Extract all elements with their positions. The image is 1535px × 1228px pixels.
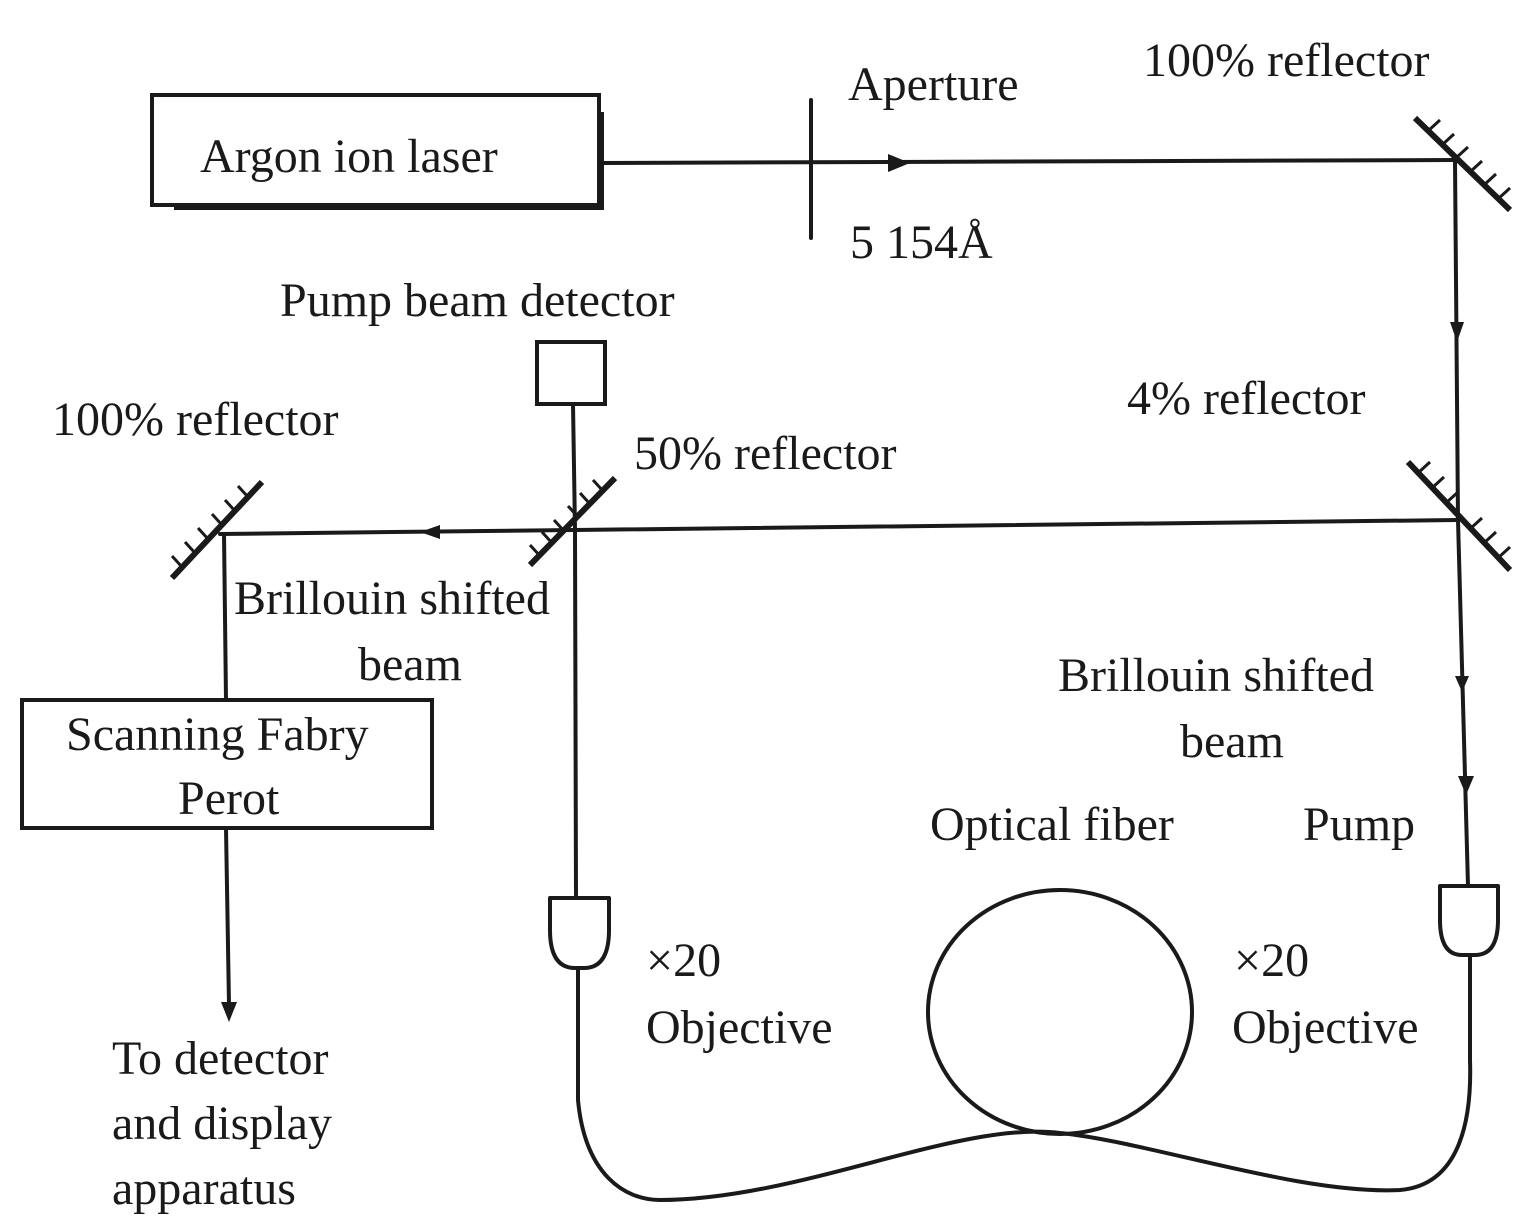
objective-right-label-2: Objective	[1232, 1001, 1419, 1054]
optical-fiber-path	[576, 953, 1473, 1202]
output-beam-line	[224, 826, 231, 1007]
to-detector-label-2: and display	[112, 1097, 332, 1150]
pump-beam-detector-label: Pump beam detector	[280, 274, 675, 327]
detector-beam-line	[571, 402, 577, 532]
reflector-4-label: 4% reflector	[1127, 372, 1366, 425]
brillouin-right-label-1: Brillouin shifted	[1058, 649, 1374, 702]
right-beam-arrow-2	[1458, 776, 1474, 795]
reflector-100-left-label: 100% reflector	[52, 393, 339, 446]
right-vertical-beam	[1456, 518, 1470, 888]
brillouin-left-label-2: beam	[358, 638, 462, 691]
objective-right-icon	[1438, 884, 1500, 957]
fabry-perot-box	[20, 698, 434, 830]
fabry-perot-label-1: Scanning Fabry	[66, 708, 369, 761]
return-beam-left	[218, 528, 577, 536]
reflector-100-top-label: 100% reflector	[1143, 34, 1430, 87]
reflector-100-top-mirror	[1412, 115, 1513, 213]
return-beam-arrow	[420, 525, 440, 539]
reflector-50-label: 50% reflector	[634, 427, 897, 480]
reflector-100-left-mirror	[169, 479, 265, 581]
brillouin-left-label-1: Brillouin shifted	[234, 572, 550, 625]
left-vertical-beam	[573, 528, 578, 900]
fabry-perot-label-2: Perot	[178, 772, 280, 825]
argon-laser-label: Argon ion laser	[200, 130, 498, 183]
pump-beam-detector-box	[535, 340, 607, 406]
wavelength-label: 5 154Å	[850, 216, 993, 269]
objective-right-label-1: ×20	[1234, 934, 1309, 987]
right-beam-arrow-1	[1455, 676, 1469, 692]
argon-laser-box: Argon ion laser	[150, 93, 604, 210]
objective-left-label-1: ×20	[646, 934, 721, 987]
return-beam-right	[573, 518, 1460, 532]
objective-left-icon	[548, 896, 611, 970]
output-beam-arrow	[221, 1002, 237, 1022]
fabry-input-beam	[222, 532, 228, 702]
pump-label: Pump	[1303, 798, 1415, 851]
optical-fiber-label: Optical fiber	[930, 798, 1174, 851]
optical-fiber-coil	[926, 888, 1194, 1136]
laser-beam-arrow	[888, 154, 910, 172]
brillouin-right-label-2: beam	[1180, 715, 1284, 768]
laser-beam-line	[597, 158, 1457, 165]
to-detector-label-3: apparatus	[112, 1162, 296, 1215]
to-detector-label-1: To detector	[112, 1032, 329, 1085]
aperture-label: Aperture	[848, 58, 1019, 111]
vertical-beam-arrow	[1450, 322, 1464, 342]
objective-left-label-2: Objective	[646, 1001, 833, 1054]
reflector-4-mirror	[1405, 459, 1513, 573]
